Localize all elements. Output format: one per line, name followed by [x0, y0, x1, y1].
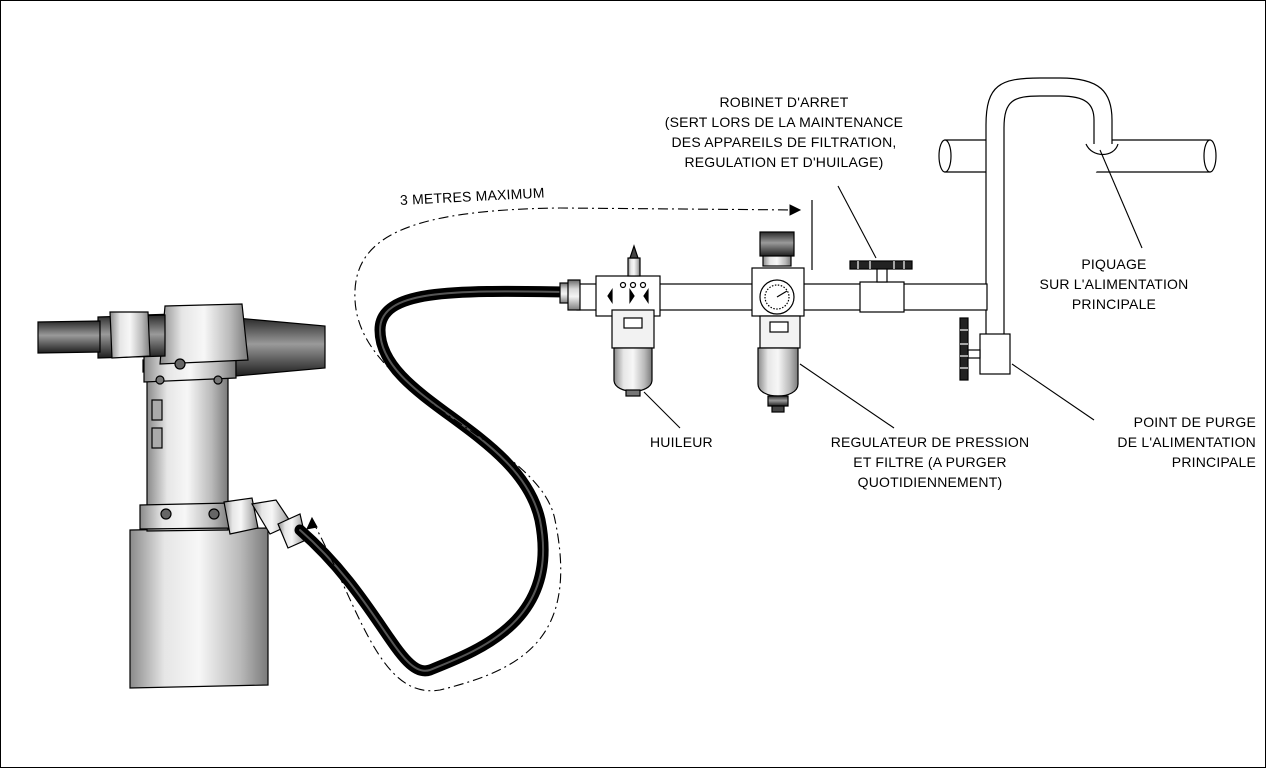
drain-valve: [959, 317, 1011, 381]
label-regulator-filter-line-2: ET FILTRE (A PURGER: [853, 454, 1007, 470]
label-shutoff-valve-line-4: REGULATION ET D'HUILAGE): [684, 154, 884, 170]
leader-lines: [643, 149, 1143, 429]
label-drain-point-line-3: PRINCIPALE: [1171, 454, 1256, 470]
hose-coupling: [559, 279, 581, 311]
air-hose: [294, 285, 571, 677]
regulator-filter-unit: [751, 231, 805, 413]
label-tap-line-3: PRINCIPALE: [1071, 296, 1157, 312]
label-shutoff-valve-line-3: DES APPAREILS DE FILTRATION,: [671, 134, 897, 150]
shutoff-valve: [849, 260, 913, 313]
label-shutoff-valve-line-1: ROBINET D'ARRET: [719, 94, 849, 110]
main-supply-pipe: [938, 77, 1217, 340]
label-regulator-filter: REGULATEUR DE PRESSION ET FILTRE (A PURG…: [810, 432, 1050, 492]
oiler-unit: [595, 244, 661, 397]
label-shutoff-valve: ROBINET D'ARRET (SERT LORS DE LA MAINTEN…: [628, 92, 940, 172]
label-drain-point: POINT DE PURGE DE L'ALIMENTATION PRINCIP…: [1070, 412, 1256, 472]
max-length-dimension-line: [311, 207, 801, 692]
label-tap-line-1: PIQUAGE: [1081, 256, 1147, 272]
dimension-arrows: [306, 200, 813, 530]
label-regulator-filter-line-1: REGULATEUR DE PRESSION: [830, 434, 1030, 450]
label-drain-point-line-1: POINT DE PURGE: [1133, 414, 1256, 430]
label-tap: PIQUAGE SUR L'ALIMENTATION PRINCIPALE: [1024, 254, 1204, 314]
label-tap-line-2: SUR L'ALIMENTATION: [1039, 276, 1189, 292]
riveting-tool: [37, 303, 326, 689]
label-oiler: HUILEUR: [650, 434, 713, 450]
label-drain-point-line-2: DE L'ALIMENTATION: [1117, 434, 1256, 450]
label-shutoff-valve-line-2: (SERT LORS DE LA MAINTENANCE: [664, 114, 904, 130]
label-regulator-filter-line-3: QUOTIDIENNEMENT): [857, 474, 1003, 490]
